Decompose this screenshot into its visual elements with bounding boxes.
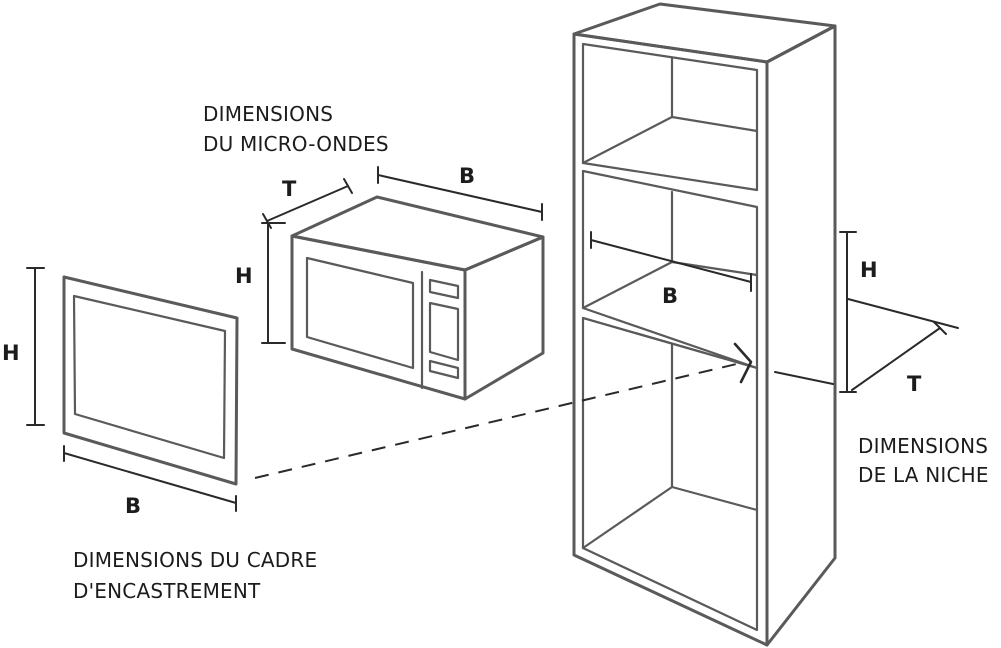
microwave-caption-line-2: DU MICRO-ONDES — [203, 132, 389, 156]
niche-depth-dimension — [774, 298, 959, 391]
microwave-depth-label: T — [282, 177, 297, 201]
microwave-side — [463, 235, 545, 401]
frame-caption-line-2: D'ENCASTREMENT — [73, 579, 261, 603]
niche-depth-label: T — [907, 372, 922, 396]
microwave-door-button — [428, 359, 460, 380]
frame-height-label: H — [2, 341, 20, 365]
cabinet-front-face — [572, 32, 769, 647]
niche-caption-line-1: DIMENSIONS — [858, 434, 988, 458]
microwave-caption-line-1: DIMENSIONS — [203, 102, 333, 126]
frame-height-dimension — [26, 267, 45, 426]
microwave-control-panel — [428, 301, 460, 362]
frame-caption: DIMENSIONS DU CADRE D'ENCASTREMENT — [73, 548, 324, 603]
microwave — [290, 195, 545, 401]
microwave-display — [428, 278, 460, 300]
niche-caption: DIMENSIONS DE LA NICHE — [858, 434, 995, 487]
niche-width-dimension — [590, 231, 752, 292]
frame-caption-line-1: DIMENSIONS DU CADRE — [73, 548, 317, 572]
microwave-height-dimension — [261, 222, 286, 344]
frame-width-label: B — [125, 494, 141, 518]
microwave-depth-dimension — [262, 178, 353, 229]
installation-frame — [62, 275, 239, 486]
niche-caption-line-2: DE LA NICHE — [858, 463, 989, 487]
upper-compartment-opening — [581, 42, 759, 192]
niche-opening — [581, 169, 759, 370]
microwave-width-dimension — [377, 166, 543, 221]
frame-outer-border — [62, 275, 239, 486]
niche-height-label: H — [860, 258, 878, 282]
niche-width-label: B — [662, 284, 678, 308]
microwave-door-window — [305, 256, 415, 370]
microwave-width-label: B — [459, 164, 475, 188]
niche-height-dimension — [839, 231, 857, 393]
frame-inner-opening — [72, 294, 227, 460]
cabinet-top — [572, 2, 837, 64]
microwave-height-label: H — [235, 264, 253, 288]
arrow-head-icon — [733, 342, 753, 384]
frame-to-niche-arrow — [254, 342, 753, 479]
cabinet-side — [765, 24, 837, 647]
tall-cabinet — [572, 2, 837, 647]
lower-compartment-opening — [581, 316, 759, 632]
microwave-top — [290, 195, 545, 272]
frame-width-dimension — [63, 445, 237, 512]
microwave-caption: DIMENSIONS DU MICRO-ONDES — [203, 102, 389, 156]
